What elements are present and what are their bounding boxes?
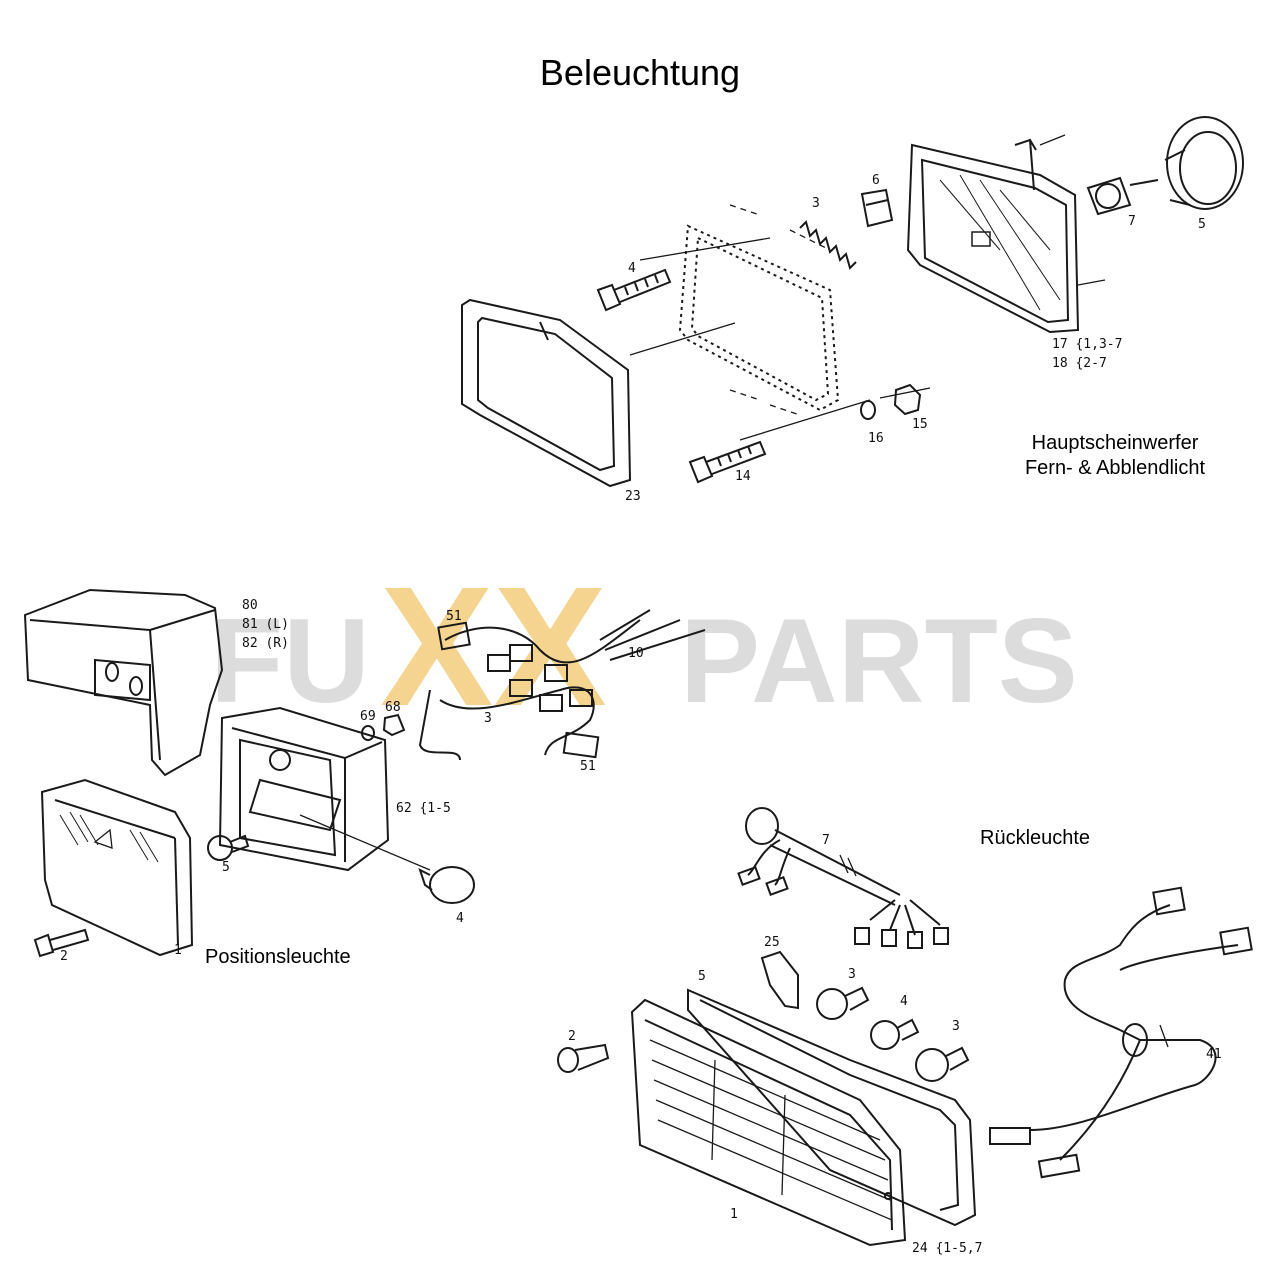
- callout-pl-4: 4: [456, 911, 464, 926]
- headlight-seal-dotted: [678, 224, 840, 412]
- callout-hl-18: 18 {2-7: [1052, 356, 1107, 371]
- bracket-25: [760, 950, 799, 1010]
- washer-16: [860, 400, 876, 420]
- position-light-assembly: [23, 588, 706, 958]
- callout-pl-51a: 51: [446, 609, 462, 624]
- callout-pl-80: 80: [242, 598, 258, 613]
- washer-69: [361, 725, 375, 741]
- watermark-parts: PARTS: [680, 594, 1078, 728]
- harness-41: [989, 886, 1253, 1179]
- callout-rl-4: 4: [900, 994, 908, 1009]
- callout-rl-24: 24 {1-5,7: [912, 1241, 982, 1256]
- callout-hl-23: 23: [625, 489, 641, 504]
- position-light-callouts: 80 81 (L) 82 (R) 51 10 3 69 68 51 62 {1-…: [60, 598, 644, 964]
- rear-light-section-title: Rückleuchte: [980, 827, 1091, 849]
- rear-housing-1: [630, 998, 907, 1247]
- callout-rl-25: 25: [764, 935, 780, 950]
- callout-pl-82: 82 (R): [242, 636, 289, 651]
- callout-pl-5: 5: [222, 860, 230, 875]
- watermark-fu: FU: [210, 594, 370, 728]
- headlight-title-line2: Fern- & Abblendlicht: [1024, 457, 1206, 479]
- callout-pl-68: 68: [385, 700, 401, 715]
- callout-hl-17: 17 {1,3-7: [1052, 337, 1122, 352]
- position-light-section-title: Positionsleuchte: [205, 946, 351, 968]
- headlight-title-line1: Hauptscheinwerfer: [1031, 432, 1199, 454]
- headlight-body-17: [906, 138, 1080, 334]
- watermark-xx: XX: [380, 552, 607, 742]
- callout-pl-81: 81 (L): [242, 617, 289, 632]
- bulb-4: [870, 1018, 920, 1050]
- screw-14: [688, 440, 767, 484]
- callout-rl-3b: 3: [952, 1019, 960, 1034]
- callout-hl-16: 16: [868, 431, 884, 446]
- callout-rl-7: 7: [822, 833, 830, 848]
- lamp-body-62: [218, 706, 390, 872]
- callout-pl-3: 3: [484, 711, 492, 726]
- callout-pl-62: 62 {1-5: [396, 801, 451, 816]
- headlight-frame-23: [461, 298, 632, 488]
- headlight-section-title: Hauptscheinwerfer Fern- & Abblendlicht: [985, 431, 1245, 481]
- callout-pl-51b: 51: [580, 759, 596, 774]
- cap-5: [1164, 116, 1244, 210]
- callout-pl-2: 2: [60, 949, 68, 964]
- callout-hl-15: 15: [912, 417, 928, 432]
- lens-1: [40, 778, 194, 957]
- callout-rl-41: 41: [1206, 1047, 1222, 1062]
- screw-2: [33, 928, 90, 958]
- clip-6: [860, 188, 894, 228]
- cable-harness-3: [418, 609, 706, 761]
- nut-15: [893, 383, 922, 416]
- callout-hl-3: 3: [812, 196, 820, 211]
- callout-rl-2: 2: [568, 1029, 576, 1044]
- callout-hl-4: 4: [628, 261, 636, 276]
- callout-hl-6: 6: [872, 173, 880, 188]
- bulb-7: [1086, 176, 1159, 216]
- callout-rl-5: 5: [698, 969, 706, 984]
- bulb-3b: [915, 1046, 970, 1082]
- bulb-5: [207, 834, 250, 861]
- rear-light-callouts: 7 25 5 3 4 3 2 41 1 24 {1-5,7: [568, 833, 1222, 1256]
- bulb-3a: [816, 986, 870, 1020]
- headlight-assembly: [461, 116, 1244, 488]
- rear-light-assembly: [557, 807, 1253, 1247]
- headlight-callouts: 3 4 5 6 7 14 15 16 23 17 {1,3-7 18 {2-7: [625, 173, 1206, 504]
- callout-rl-1: 1: [730, 1207, 738, 1222]
- spring-3: [799, 220, 857, 270]
- watermark: FU XX PARTS: [210, 552, 1078, 742]
- gasket-5: [687, 988, 977, 1227]
- callout-hl-7: 7: [1128, 214, 1136, 229]
- callout-pl-1: 1: [174, 943, 182, 958]
- nut-68: [382, 713, 406, 737]
- callout-hl-14: 14: [735, 469, 751, 484]
- socket-cable-7: [737, 807, 949, 949]
- screw-2: [557, 1043, 610, 1073]
- callout-pl-69: 69: [360, 709, 376, 724]
- callout-hl-5: 5: [1198, 217, 1206, 232]
- callout-rl-3a: 3: [848, 967, 856, 982]
- screw-4: [596, 268, 672, 312]
- callout-pl-10: 10: [628, 646, 644, 661]
- housing-80: [23, 588, 224, 777]
- page-title: Beleuchtung: [539, 52, 741, 93]
- bulb-4: [418, 866, 475, 904]
